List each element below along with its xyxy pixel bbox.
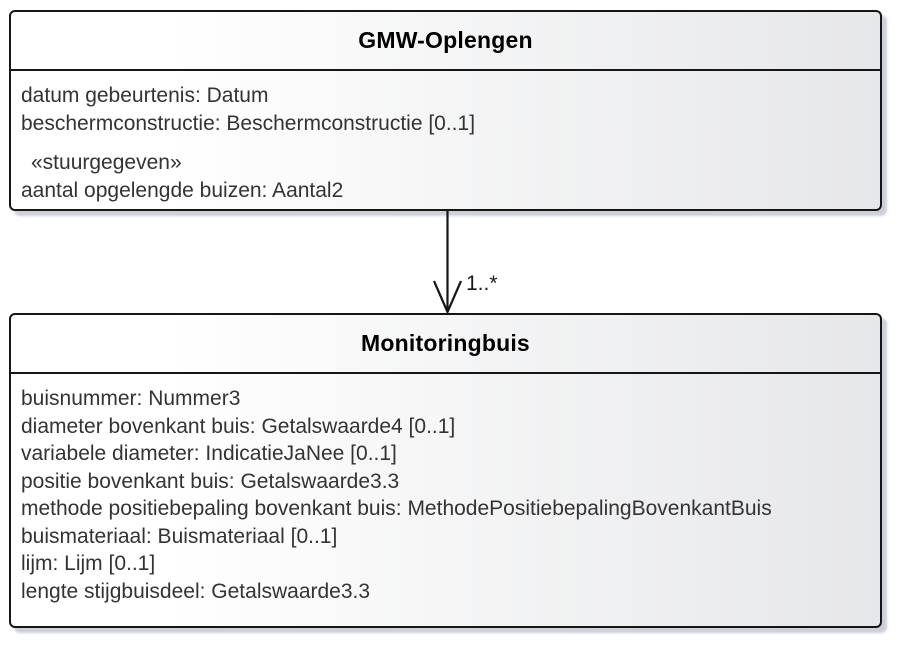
class-attribute: lengte stijgbuisdeel: Getalswaarde3.3 [21,579,371,603]
class-attribute: buisnummer: Nummer3 [21,387,241,410]
class-attribute: beschermconstructie: Beschermconstructie… [21,111,476,135]
class-attribute: methode positiebepaling bovenkant buis: … [21,497,772,520]
stereotype-label: «stuurgegeven» [31,151,182,174]
class-attribute: buismateriaal: Buismateriaal [0..1] [21,524,338,548]
class-attributes-monitoringbuis: buisnummer: Nummer3 diameter bovenkant b… [11,374,880,605]
uml-class-monitoringbuis: Monitoringbuis buisnummer: Nummer3 diame… [9,313,882,628]
class-attribute: lijm: Lijm [0..1] [21,552,156,575]
class-attributes-gmw-oplengen: datum gebeurtenis: Datum beschermconstru… [11,71,880,204]
class-title-monitoringbuis: Monitoringbuis [11,315,880,374]
class-attribute: aantal opgelengde buizen: Aantal2 [21,178,344,202]
class-attribute: positie bovenkant buis: Getalswaarde3.3 [21,469,400,493]
class-attribute: variabele diameter: IndicatieJaNee [0..1… [21,442,397,465]
class-attribute: diameter bovenkant buis: Getalswaarde4 [… [21,414,456,438]
multiplicity-label: 1..* [466,272,498,295]
open-arrowhead-icon [432,280,463,315]
class-attribute: datum gebeurtenis: Datum [21,84,269,107]
class-title-gmw-oplengen: GMW-Oplengen [11,12,880,71]
association-connector [432,211,463,315]
stereotype-compartment: «stuurgegeven» aantal opgelengde buizen:… [21,149,871,204]
uml-class-gmw-oplengen: GMW-Oplengen datum gebeurtenis: Datum be… [9,10,882,211]
